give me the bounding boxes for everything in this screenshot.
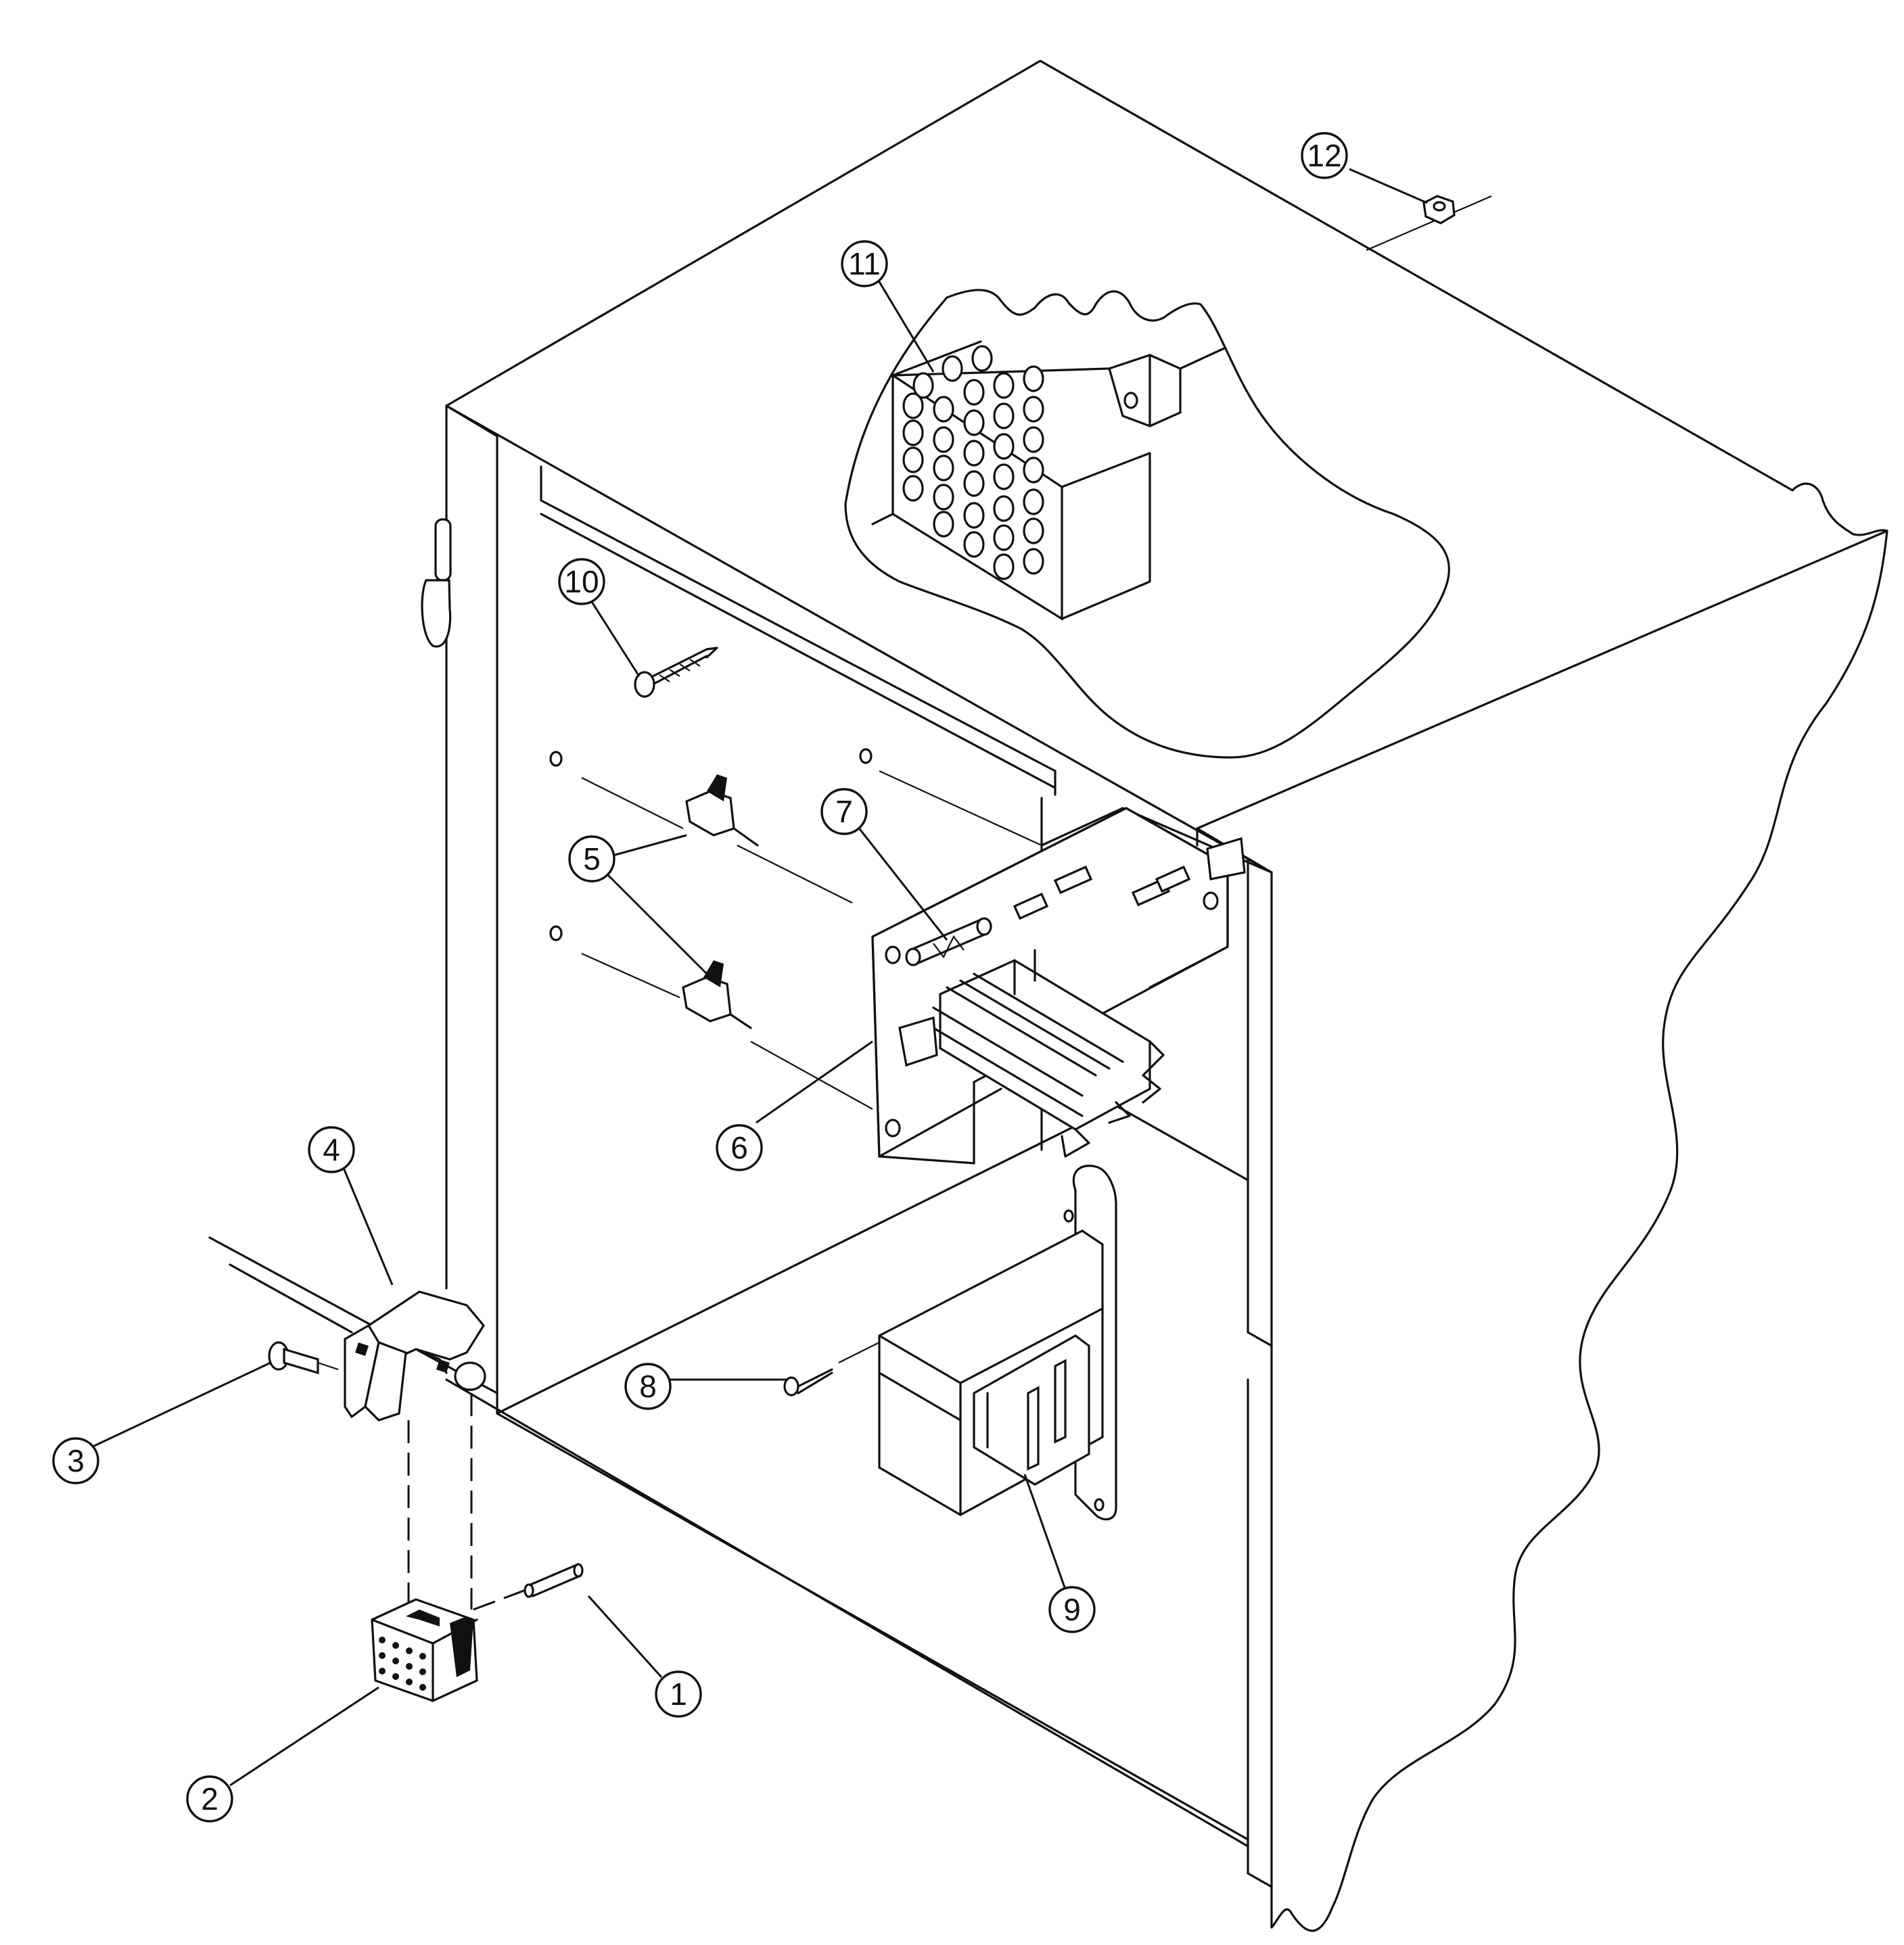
edge-handle — [421, 518, 452, 648]
heatsink — [898, 949, 1165, 1158]
callout-7: 7 — [820, 788, 868, 835]
perforation-holes — [902, 345, 1044, 580]
callout-11: 11 — [841, 240, 888, 287]
cabinet-top-face — [445, 60, 1794, 492]
callout-2-label: 2 — [201, 1781, 218, 1817]
callout-11-label: 11 — [848, 246, 881, 281]
callout-3: 3 — [52, 1437, 99, 1484]
callout-10: 10 — [558, 558, 605, 605]
part-5-standoffs — [549, 748, 1042, 1110]
cabinet-inner-floor — [496, 1104, 1117, 1415]
callout-9-label: 9 — [1063, 1592, 1081, 1627]
part-6-circuit-board — [871, 807, 1246, 1165]
callout-4-label: 4 — [323, 1132, 340, 1167]
part-1-pin — [524, 1563, 584, 1598]
part-2-connector — [371, 1598, 478, 1702]
callout-8-label: 8 — [639, 1369, 657, 1404]
callout-8: 8 — [624, 1363, 672, 1410]
cabinet — [421, 60, 1888, 1932]
callout-10-label: 10 — [564, 564, 599, 599]
part-8-screw — [783, 1342, 880, 1397]
callout-6-label: 6 — [730, 1130, 748, 1165]
cabinet-front-top-edge — [445, 404, 1273, 874]
callout-12: 12 — [1301, 132, 1348, 179]
cabinet-right-torn-edge — [1270, 530, 1888, 1932]
callout-4: 4 — [308, 1126, 355, 1173]
assembly-lines — [407, 1393, 528, 1637]
part-10-screw — [634, 647, 718, 698]
part-7-fuse — [905, 917, 992, 966]
callout-12-label: 12 — [1307, 138, 1341, 173]
callout-6: 6 — [716, 1124, 763, 1171]
callout-1: 1 — [655, 1670, 702, 1718]
callout-leaders — [91, 168, 1428, 1787]
callout-3-label: 3 — [67, 1443, 85, 1478]
part-12-nut — [1366, 195, 1492, 252]
part-9-transformer — [878, 1165, 1117, 1521]
callout-9: 9 — [1048, 1586, 1096, 1633]
cabinet-top-torn-edge — [1791, 482, 1888, 536]
callout-5: 5 — [568, 835, 616, 883]
part-3-screw — [268, 1341, 339, 1375]
callout-2: 2 — [186, 1775, 233, 1823]
callout-7-label: 7 — [835, 794, 853, 829]
callout-5-label: 5 — [583, 841, 601, 876]
part-4-bracket — [208, 1236, 498, 1422]
part-11-perforated-box — [844, 289, 1451, 759]
top-cutout-torn-edge — [844, 289, 1451, 759]
connector-pin-holes — [379, 1637, 426, 1691]
callout-1-label: 1 — [670, 1677, 687, 1712]
